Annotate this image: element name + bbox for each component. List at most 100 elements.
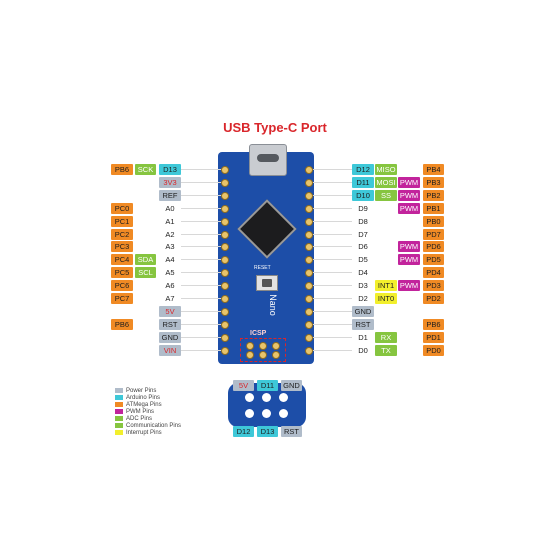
left-header-pin (221, 347, 229, 355)
right-pin-label: D6 (352, 241, 374, 252)
left-pin-wire (181, 324, 223, 325)
right-header-pin (305, 166, 313, 174)
right-pwm-label: PWM (398, 203, 420, 214)
right-atmega-label: PD1 (423, 332, 444, 343)
right-atmega-label: PB4 (423, 164, 444, 175)
right-extra-label: RX (375, 332, 397, 343)
left-header-pin (221, 205, 229, 213)
right-pin-label: D4 (352, 267, 374, 278)
right-pin-wire (312, 195, 352, 196)
icsp-header-pin (246, 351, 254, 359)
left-pin-label: A2 (159, 229, 181, 240)
right-header-pin (305, 295, 313, 303)
reset-label: RESET (254, 265, 271, 271)
left-pin-label: A3 (159, 241, 181, 252)
right-pin-wire (312, 298, 352, 299)
left-pin-wire (181, 208, 223, 209)
right-atmega-label: PB1 (423, 203, 444, 214)
legend-label: Interrupt Pins (126, 430, 162, 436)
diagram-title: USB Type-C Port (223, 120, 327, 135)
left-pin-label: REF (159, 190, 181, 201)
icsp-diagram-pin (245, 393, 254, 402)
left-pin-label: A6 (159, 280, 181, 291)
right-pin-wire (312, 234, 352, 235)
left-pin-label: A1 (159, 216, 181, 227)
icsp-header-pin (259, 351, 267, 359)
right-pin-wire (312, 221, 352, 222)
left-header-pin (221, 218, 229, 226)
left-pin-label: RST (159, 319, 181, 330)
left-pin-label: D13 (159, 164, 181, 175)
right-header-pin (305, 282, 313, 290)
left-pin-label: VIN (159, 345, 181, 356)
right-pin-label: D3 (352, 280, 374, 291)
left-header-pin (221, 256, 229, 264)
right-atmega-label: PD4 (423, 267, 444, 278)
legend-swatch (115, 423, 123, 428)
left-pin-wire (181, 234, 223, 235)
left-extra-label: SDA (135, 254, 156, 265)
right-pin-label: D0 (352, 345, 374, 356)
right-header-pin (305, 243, 313, 251)
right-pin-label: D7 (352, 229, 374, 240)
left-pin-wire (181, 337, 223, 338)
left-header-pin (221, 166, 229, 174)
icsp-header-pin (259, 342, 267, 350)
left-pin-wire (181, 246, 223, 247)
icsp-top-label: D11 (257, 380, 278, 391)
right-atmega-label: PD6 (423, 241, 444, 252)
left-header-pin (221, 243, 229, 251)
right-pin-label: D8 (352, 216, 374, 227)
legend-label: Communication Pins (126, 423, 182, 429)
right-pin-wire (312, 311, 352, 312)
right-pwm-label: PWM (398, 177, 420, 188)
board-name: Nano (267, 294, 278, 316)
left-pin-wire (181, 272, 223, 273)
right-extra-label: SS (375, 190, 397, 201)
legend-swatch (115, 402, 123, 407)
icsp-diagram-pin (245, 409, 254, 418)
legend-swatch (115, 416, 123, 421)
right-header-pin (305, 231, 313, 239)
left-atmega-label: PC2 (111, 229, 133, 240)
right-pin-wire (312, 272, 352, 273)
left-atmega-label: PB6 (111, 164, 133, 175)
left-pin-wire (181, 311, 223, 312)
right-pwm-label: PWM (398, 254, 420, 265)
left-header-pin (221, 231, 229, 239)
icsp-diagram-pin (262, 409, 271, 418)
left-extra-label: SCL (135, 267, 156, 278)
left-header-pin (221, 308, 229, 316)
right-atmega-label: PD3 (423, 280, 444, 291)
left-header-pin (221, 192, 229, 200)
usb-slot (257, 154, 279, 162)
legend-swatch (115, 409, 123, 414)
reset-button-cap (262, 279, 272, 287)
right-pin-label: D10 (352, 190, 374, 201)
right-pwm-label: PWM (398, 280, 420, 291)
legend-label: ADC Pins (126, 416, 153, 422)
right-atmega-label: PB0 (423, 216, 444, 227)
right-atmega-label: PD7 (423, 229, 444, 240)
legend-swatch (115, 388, 123, 393)
right-pwm-label: PWM (398, 241, 420, 252)
left-pin-wire (181, 195, 223, 196)
right-pwm-label: PWM (398, 190, 420, 201)
left-pin-wire (181, 285, 223, 286)
left-pin-label: GND (159, 332, 181, 343)
usb-c-port-icon (249, 144, 287, 176)
right-pin-label: D5 (352, 254, 374, 265)
left-pin-label: A0 (159, 203, 181, 214)
left-atmega-label: PB6 (111, 319, 133, 330)
legend-swatch (115, 430, 123, 435)
legend-label: Power Pins (126, 388, 157, 394)
right-header-pin (305, 192, 313, 200)
right-atmega-label: PB2 (423, 190, 444, 201)
right-pin-wire (312, 182, 352, 183)
left-pin-label: 3V3 (159, 177, 181, 188)
right-atmega-label: PB6 (423, 319, 444, 330)
right-atmega-label: PD5 (423, 254, 444, 265)
icsp-header-pin (272, 351, 280, 359)
right-pin-wire (312, 246, 352, 247)
right-pin-wire (312, 350, 352, 351)
